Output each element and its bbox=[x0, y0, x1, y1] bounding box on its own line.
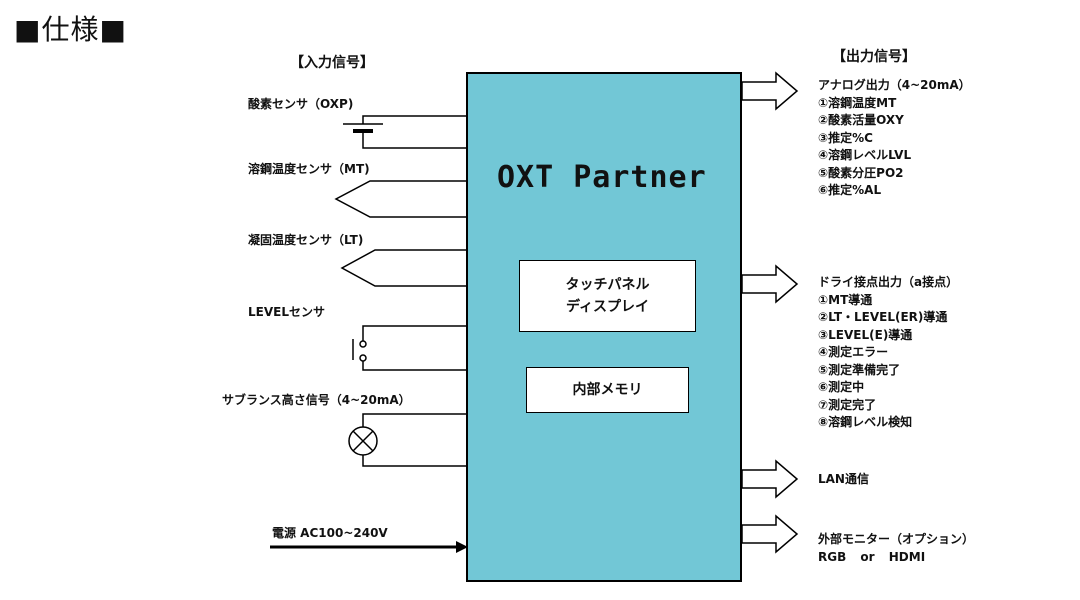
level-sensor-switch-icon bbox=[352, 325, 466, 371]
output-item: ①溶鋼温度MT bbox=[818, 95, 897, 110]
output-signals-header: 【出力信号】 bbox=[832, 49, 916, 65]
output-item: ⑧溶鋼レベル検知 bbox=[818, 415, 913, 429]
lan-output-arrow-icon bbox=[741, 459, 799, 499]
output-item: ⑥推定%AL bbox=[818, 183, 882, 197]
output-item: ④測定エラー bbox=[818, 345, 889, 359]
lt-probe-icon bbox=[340, 249, 466, 287]
output-item: ②LT・LEVEL(ER)導通 bbox=[818, 310, 948, 324]
lan-output-title: LAN通信 bbox=[818, 472, 869, 486]
sublance-signal-lamp-icon bbox=[348, 413, 466, 467]
device-name: OXT Partner bbox=[497, 160, 707, 195]
output-item: ③LEVEL(E)導通 bbox=[818, 327, 913, 342]
power-input-arrow-icon bbox=[270, 541, 468, 553]
input-label-mt-sensor: 溶鋼温度センサ（MT) bbox=[248, 162, 370, 176]
dry-contact-output-title: ドライ接点出力（a接点） bbox=[818, 275, 959, 289]
oxygen-sensor-battery-icon bbox=[343, 115, 466, 149]
input-label-sublance-signal: サブランス高さ信号（4~20mA） bbox=[222, 393, 411, 407]
output-item: ⑤酸素分圧PO2 bbox=[818, 165, 904, 180]
monitor-output-title: 外部モニター（オプション） bbox=[818, 532, 975, 546]
internal-memory-box: 内部メモリ bbox=[526, 367, 689, 413]
input-label-level-sensor: LEVELセンサ bbox=[248, 305, 325, 319]
output-item: ②酸素活量OXY bbox=[818, 113, 904, 127]
output-item: ⑦測定完了 bbox=[818, 397, 877, 412]
input-signals-header: 【入力信号】 bbox=[290, 55, 374, 71]
dry-contact-output-arrow-icon bbox=[741, 264, 799, 304]
mt-probe-icon bbox=[334, 180, 466, 218]
output-item: ④溶鋼レベルLVL bbox=[818, 148, 912, 162]
input-label-oxygen-sensor: 酸素センサ（OXP) bbox=[248, 97, 354, 111]
output-item: ①MT導通 bbox=[818, 292, 873, 307]
analog-output-title: アナログ出力（4~20mA） bbox=[818, 78, 971, 92]
output-item: ⑥測定中 bbox=[818, 380, 865, 394]
analog-output-arrow-icon bbox=[741, 71, 799, 111]
monitor-output-group: 外部モニター（オプション） RGB or HDMI bbox=[818, 531, 974, 566]
input-label-lt-sensor: 凝固温度センサ（LT) bbox=[248, 233, 364, 247]
dry-contact-output-group: ドライ接点出力（a接点） ①MT導通 ②LT・LEVEL(ER)導通 ③LEVE… bbox=[818, 274, 958, 432]
monitor-output-detail: RGB or HDMI bbox=[818, 549, 926, 564]
output-item: ③推定%C bbox=[818, 130, 873, 145]
page-title: ■仕様■ bbox=[14, 13, 127, 46]
output-item: ⑤測定準備完了 bbox=[818, 362, 901, 377]
lan-output-group: LAN通信 bbox=[818, 471, 869, 489]
analog-output-group: アナログ出力（4~20mA） ①溶鋼温度MT ②酸素活量OXY ③推定%C ④溶… bbox=[818, 77, 971, 200]
power-label: 電源 AC100~240V bbox=[272, 526, 388, 540]
monitor-output-arrow-icon bbox=[741, 514, 799, 554]
touch-panel-display-box: タッチパネル ディスプレイ bbox=[519, 260, 696, 332]
